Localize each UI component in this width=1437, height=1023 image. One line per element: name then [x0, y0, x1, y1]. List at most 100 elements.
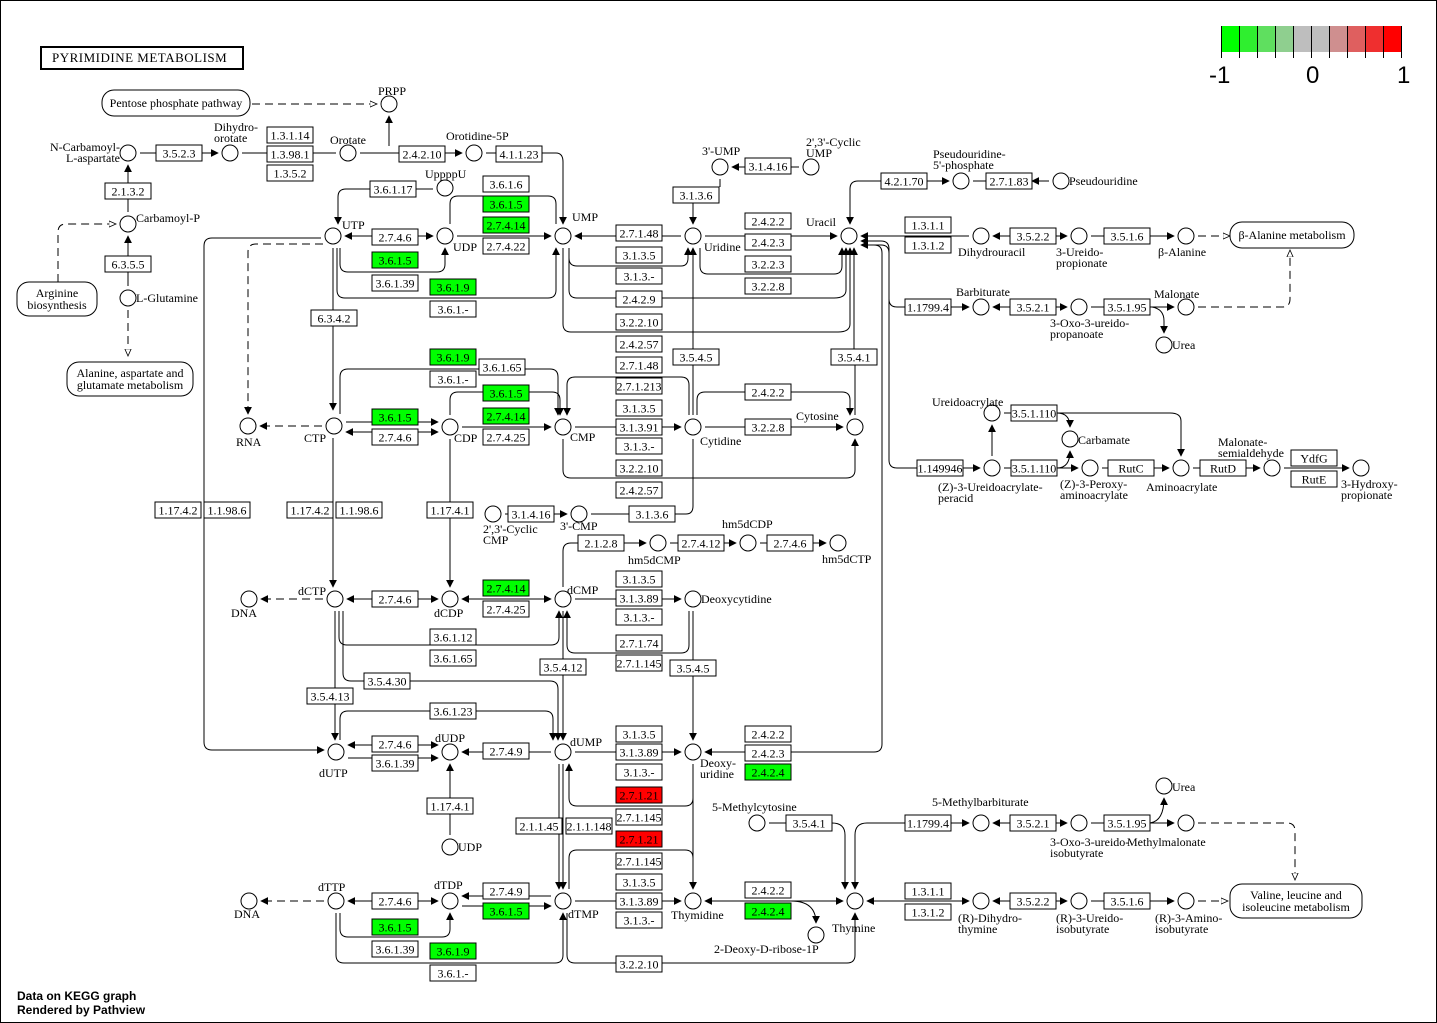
enzyme-node[interactable]: 3.6.1.- [429, 370, 477, 388]
enzyme-node[interactable]: 3.6.1.17 [369, 180, 417, 198]
compound-node[interactable]: dCMP [554, 583, 599, 608]
enzyme-node[interactable]: 3.5.4.5 [669, 659, 717, 677]
compound-node[interactable]: Uracil [806, 215, 858, 245]
enzyme-node[interactable]: 3.5.4.1 [785, 814, 833, 832]
compound-node[interactable]: β-Alanine [1158, 227, 1206, 259]
compound-node[interactable]: Dihydro-orotate [214, 120, 258, 162]
enzyme-node[interactable]: 3.2.2.3 [744, 255, 792, 273]
enzyme-node[interactable]: 2.7.4.14 [482, 407, 530, 425]
enzyme-node[interactable]: 2.7.1.21 [615, 830, 663, 848]
enzyme-node[interactable]: 2.1.2.8 [577, 534, 625, 552]
enzyme-node[interactable]: 3.6.1.- [429, 964, 477, 982]
enzyme-node[interactable]: 3.5.2.3 [155, 144, 203, 162]
enzyme-node[interactable]: 3.2.2.8 [744, 418, 792, 436]
compound-node[interactable]: Methylmalonate [1127, 814, 1206, 849]
compound-node[interactable]: CDP [441, 418, 478, 445]
enzyme-node[interactable]: 2.7.4.25 [482, 428, 530, 446]
compound-node[interactable]: Urea [1155, 336, 1196, 354]
enzyme-node[interactable]: 2.7.4.12 [677, 534, 725, 552]
compound-node[interactable]: Aminoacrylate [1146, 459, 1217, 494]
enzyme-node[interactable]: 6.3.5.5 [104, 255, 152, 273]
compound-node[interactable]: Malonate [1154, 287, 1199, 316]
enzyme-node[interactable]: 1.3.5.2 [266, 164, 314, 182]
compound-node[interactable]: 3-Oxo-3-ureido-propanoate [1050, 298, 1129, 341]
enzyme-node[interactable]: 3.6.1.23 [429, 702, 477, 720]
compound-node[interactable]: Barbiturate [956, 285, 1010, 316]
enzyme-node[interactable]: 2.4.2.2 [744, 725, 792, 743]
enzyme-node[interactable]: 3.6.1.9 [429, 278, 477, 296]
enzyme-node[interactable]: 3.6.1.65 [429, 649, 477, 667]
compound-node[interactable]: Cytidine [684, 418, 741, 448]
enzyme-node[interactable]: 2.4.2.2 [744, 383, 792, 401]
enzyme-node[interactable]: 2.4.2.9 [615, 290, 663, 308]
compound-node[interactable]: DNA [231, 590, 258, 620]
enzyme-node[interactable]: 3.5.4.30 [363, 672, 411, 690]
enzyme-node[interactable]: 1.3.1.2 [904, 903, 952, 921]
compound-node[interactable]: 5-Methylbarbiturate [932, 795, 1029, 832]
compound-node[interactable]: UTP [324, 218, 365, 245]
compound-node[interactable]: Cytosine [796, 409, 864, 436]
compound-node[interactable]: Deoxycytidine [684, 590, 772, 608]
enzyme-node[interactable]: 2.7.4.9 [482, 742, 530, 760]
enzyme-node[interactable]: 2.7.1.48 [615, 224, 663, 242]
compound-node[interactable]: hm5dCMP [628, 534, 681, 567]
enzyme-node[interactable]: 3.5.4.13 [306, 687, 354, 705]
compound-node[interactable]: hm5dCTP [822, 534, 872, 566]
enzyme-node[interactable]: RutC [1107, 459, 1155, 477]
enzyme-node[interactable]: 3.1.3.89 [615, 892, 663, 910]
enzyme-node[interactable]: 2.7.4.6 [371, 228, 419, 246]
enzyme-node[interactable]: 3.6.1.9 [429, 348, 477, 366]
compound-node[interactable]: 3'-UMP [702, 144, 740, 176]
pathway-link-m4[interactable]: β-Alanine metabolism [1229, 221, 1355, 249]
compound-node[interactable]: UMP [554, 210, 598, 245]
compound-node[interactable]: Pseudouridine-5'-phosphate [933, 147, 1006, 190]
compound-node[interactable]: (R)-3-Ureido-isobutyrate [1056, 892, 1123, 936]
enzyme-node[interactable]: 3.1.3.89 [615, 743, 663, 761]
enzyme-node[interactable]: 3.6.1.5 [371, 918, 419, 936]
enzyme-node[interactable]: 3.1.4.16 [507, 505, 555, 523]
compound-node[interactable]: UDP [441, 838, 482, 856]
compound-node[interactable]: 3-Oxo-3-ureido-isobutyrate [1050, 814, 1129, 860]
enzyme-node[interactable]: 3.5.1.110 [1010, 404, 1058, 422]
enzyme-node[interactable]: 2.4.2.3 [744, 233, 792, 251]
enzyme-node[interactable]: 3.5.2.1 [1009, 814, 1057, 832]
enzyme-node[interactable]: 3.5.2.2 [1009, 892, 1057, 910]
compound-node[interactable]: Carbamate [1061, 430, 1130, 448]
enzyme-node[interactable]: 3.5.1.6 [1103, 227, 1151, 245]
enzyme-node[interactable]: YdfG [1290, 449, 1338, 467]
enzyme-node[interactable]: 2.4.2.2 [744, 212, 792, 230]
compound-node[interactable]: Dihydrouracil [958, 227, 1026, 259]
enzyme-node[interactable]: 3.1.3.5 [615, 246, 663, 264]
enzyme-node[interactable]: 1.17.4.2 [154, 501, 202, 519]
compound-node[interactable]: Urea [1155, 777, 1196, 795]
enzyme-node[interactable]: 1.3.98.1 [266, 145, 314, 163]
enzyme-node[interactable]: 2.7.4.9 [482, 882, 530, 900]
enzyme-node[interactable]: 1.17.4.1 [426, 501, 474, 519]
compound-node[interactable]: dCTP [298, 584, 344, 608]
compound-node[interactable]: 3-Ureido-propionate [1056, 227, 1107, 270]
enzyme-node[interactable]: 3.6.1.5 [482, 195, 530, 213]
enzyme-node[interactable]: 1.17.4.1 [426, 797, 474, 815]
enzyme-node[interactable]: 1.1.98.6 [203, 501, 251, 519]
compound-node[interactable]: hm5dCDP [722, 517, 773, 552]
compound-node[interactable]: PRPP [378, 84, 406, 113]
compound-node[interactable]: 3'-CMP [560, 505, 598, 533]
compound-node[interactable]: L-Glutamine [119, 289, 198, 307]
enzyme-node[interactable]: 3.5.2.1 [1009, 298, 1057, 316]
enzyme-node[interactable]: RutE [1290, 470, 1338, 488]
enzyme-node[interactable]: 3.1.3.- [615, 608, 663, 626]
enzyme-node[interactable]: 3.5.1.95 [1103, 298, 1151, 316]
enzyme-node[interactable]: 3.6.1.5 [482, 384, 530, 402]
compound-node[interactable]: Ureidoacrylate [932, 395, 1003, 422]
enzyme-node[interactable]: 3.1.4.16 [744, 157, 792, 175]
enzyme-node[interactable]: 6.3.4.2 [310, 309, 358, 327]
enzyme-node[interactable]: 3.6.1.5 [482, 902, 530, 920]
enzyme-node[interactable]: 3.5.4.12 [539, 658, 587, 676]
enzyme-node[interactable]: 2.1.1.45 [515, 817, 563, 835]
compound-node[interactable]: UDP [436, 227, 477, 254]
enzyme-node[interactable]: 2.4.2.4 [744, 763, 792, 781]
pathway-link-m1[interactable]: Pentose phosphate pathway [101, 89, 251, 117]
